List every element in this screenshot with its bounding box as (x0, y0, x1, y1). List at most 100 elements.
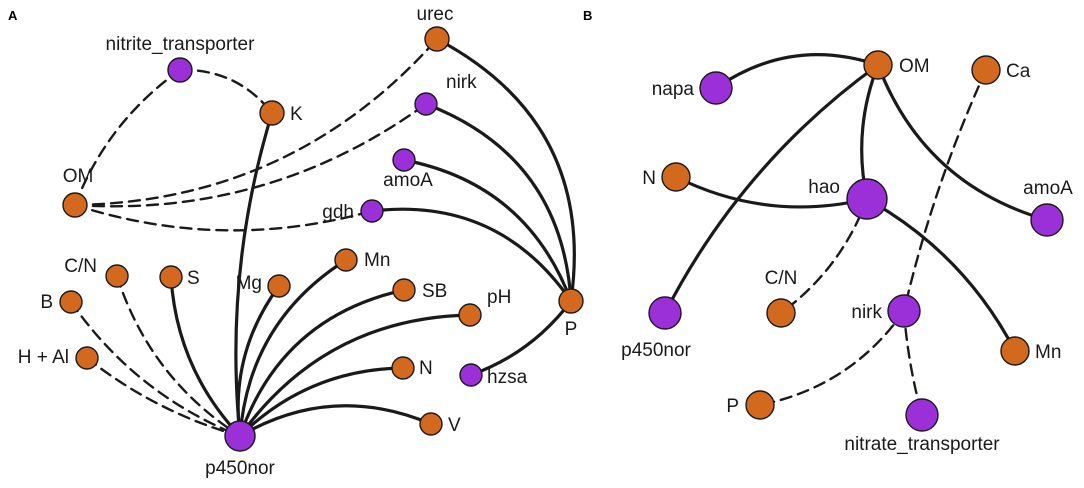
node-a-urec (424, 26, 450, 52)
edge-a-sb-to-a-p450nor (238, 288, 406, 438)
label-a-urec: urec (417, 4, 454, 25)
node-b-ca (971, 55, 1001, 85)
node-b-p (745, 390, 775, 420)
node-b-nirk (887, 294, 921, 328)
label-a-n: N (419, 358, 433, 379)
label-a-mn: Mn (364, 250, 390, 271)
label-a-b: B (40, 292, 53, 313)
node-a-om (62, 192, 88, 218)
node-a-h-al (75, 346, 99, 370)
edge-a-urec-to-a-p (435, 37, 576, 303)
node-b-nitrate-transporter (905, 398, 939, 432)
label-a-p: P (565, 319, 578, 340)
label-b-n: N (642, 168, 656, 189)
node-a-hzsa (459, 363, 483, 387)
node-a-b (59, 290, 83, 314)
label-a-k: K (290, 104, 303, 125)
label-b-p450nor: p450nor (621, 340, 691, 361)
node-b-n (661, 162, 691, 192)
label-b-amoa: amoA (1023, 178, 1073, 199)
node-b-napa (699, 71, 733, 105)
edge-a-h-al-to-a-p450nor (85, 356, 242, 438)
node-b-om (863, 50, 893, 80)
label-b-p: P (726, 396, 739, 417)
label-b-om: OM (899, 56, 930, 77)
edge-a-gdh-to-a-p (370, 207, 573, 303)
node-a-c-n (105, 264, 129, 288)
node-a-amoa (392, 148, 416, 172)
edge-a-ph-to-a-p450nor (238, 313, 472, 438)
label-b-ca: Ca (1006, 61, 1031, 82)
node-a-ph (458, 303, 482, 327)
node-a-mn (334, 248, 358, 272)
label-a-nirk: nirk (446, 72, 477, 93)
label-b-nitrate-transporter: nitrate_transporter (844, 434, 1000, 455)
edge-a-n-to-a-p450nor (238, 366, 405, 438)
edge-b-hao-to-b-mn (865, 197, 1017, 353)
edges-layer (69, 37, 1049, 438)
edge-a-p-to-a-hzsa (469, 299, 573, 377)
label-b-napa: napa (652, 79, 695, 100)
edge-a-om-to-a-urec (73, 37, 439, 207)
edge-a-mn-to-a-p450nor (238, 258, 348, 438)
node-a-sb (392, 278, 416, 302)
label-b-c-n: C/N (765, 268, 798, 289)
edge-a-v-to-a-p450nor (238, 404, 433, 438)
node-a-mg (267, 274, 291, 298)
edge-a-amoa-to-a-p (402, 158, 573, 303)
node-a-s (159, 265, 183, 289)
node-a-p (558, 288, 584, 314)
label-a-mg: Mg (236, 273, 262, 294)
edge-a-s-to-a-p450nor (169, 275, 242, 438)
edge-a-c-n-to-a-p450nor (115, 274, 242, 438)
edge-b-ca-to-b-nirk (902, 68, 988, 313)
nodes-layer (59, 26, 1064, 452)
node-a-gdh (360, 199, 384, 223)
label-a-nitrite-transporter: nitrite_transporter (106, 34, 256, 55)
label-a-c-n: C/N (64, 256, 97, 277)
edge-a-mg-to-a-p450nor (236, 284, 281, 438)
label-a-ph: pH (487, 287, 511, 308)
label-a-s: S (187, 268, 200, 289)
edge-a-k-to-a-p450nor (234, 111, 274, 438)
label-a-hzsa: hzsa (487, 367, 528, 388)
label-a-h-al: H + Al (18, 347, 69, 368)
label-a-om: OM (63, 166, 94, 187)
label-b-nirk: nirk (851, 302, 882, 323)
node-a-nitrite-transporter (167, 57, 193, 83)
edge-a-nitrite-transporter-to-a-k (178, 68, 274, 115)
edge-b-om-to-b-amoa (876, 63, 1049, 222)
node-a-p450nor (224, 420, 256, 452)
node-a-k (259, 100, 285, 126)
edge-a-b-to-a-p450nor (69, 300, 242, 438)
edge-b-om-to-b-napa (714, 53, 880, 90)
edge-b-n-to-b-hao (674, 175, 869, 209)
edge-a-nirk-to-a-p (424, 102, 573, 303)
label-b-hao: hao (808, 177, 840, 198)
panel-b-letter: B (583, 8, 592, 23)
edge-b-om-to-b-p450nor (663, 63, 880, 315)
edge-a-om-to-a-gdh (73, 203, 374, 232)
label-a-sb: SB (422, 281, 447, 302)
edge-a-om-to-a-nirk (73, 102, 428, 208)
label-a-v: V (448, 415, 461, 436)
label-a-gdh: gdh (322, 202, 354, 223)
edge-a-nitrite-transporter-to-a-om (73, 68, 182, 207)
node-b-mn (1000, 336, 1030, 366)
panel-a-letter: A (8, 8, 18, 23)
node-a-nirk (414, 92, 438, 116)
edge-b-hao-to-b-c-n (779, 197, 869, 315)
node-b-c-n (766, 298, 796, 328)
edge-b-nirk-to-b-p (758, 309, 906, 407)
node-b-amoa (1030, 203, 1064, 237)
node-a-n (391, 356, 415, 380)
node-a-v (419, 412, 443, 436)
label-a-p450nor: p450nor (205, 458, 275, 479)
node-b-hao (846, 178, 888, 220)
label-b-mn: Mn (1035, 342, 1061, 363)
node-b-p450nor (648, 296, 682, 330)
label-a-amoa: amoA (383, 170, 433, 191)
